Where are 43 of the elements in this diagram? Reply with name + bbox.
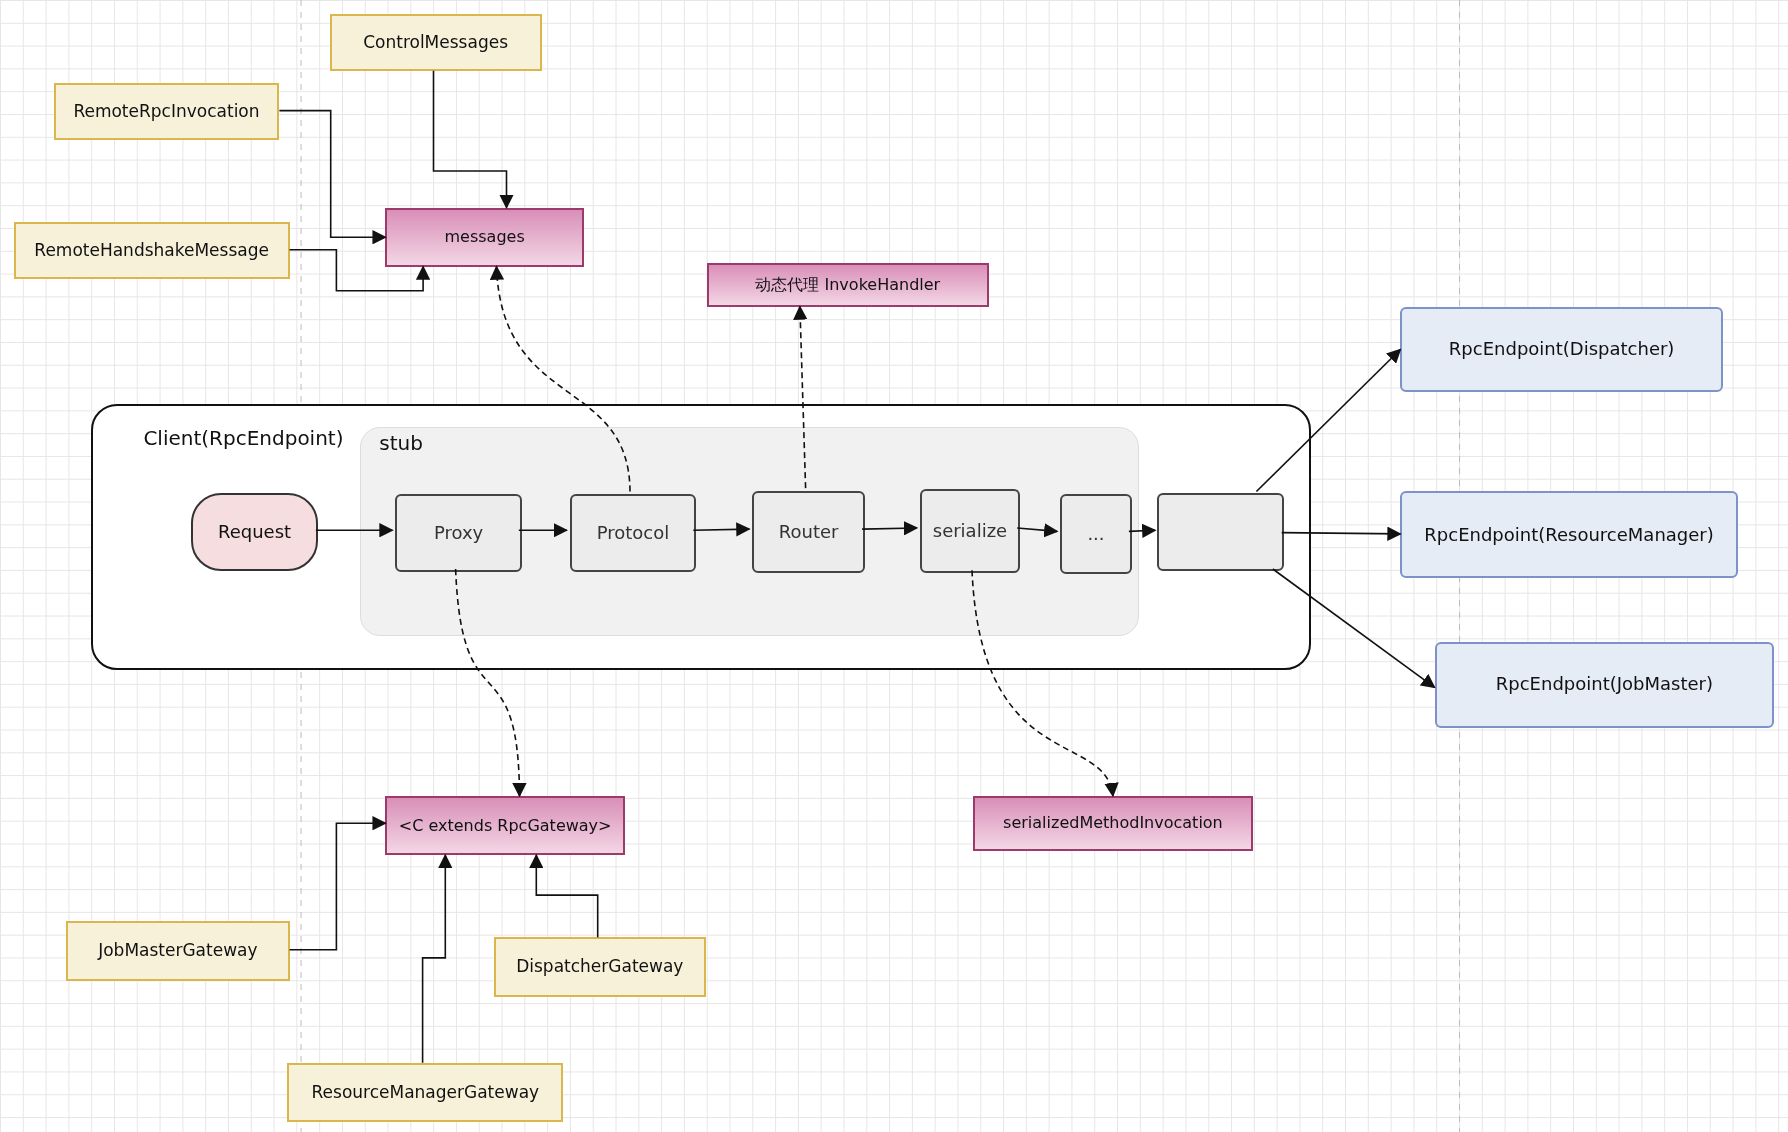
arrow (288, 248, 431, 292)
step-box: Router (752, 491, 866, 574)
panel-heading: stub (379, 430, 423, 456)
panel-heading: Client(RpcEndpoint) (143, 426, 344, 452)
step-box: ... (1060, 494, 1132, 575)
dashed-arrow (793, 305, 808, 489)
dashed-arrow (971, 569, 1117, 798)
arrow (1272, 568, 1436, 689)
step-box: Protocol (569, 494, 697, 572)
endpoint-box: RpcEndpoint(Dispatcher) (1400, 306, 1723, 393)
class-box: <C extends RpcGateway> (385, 795, 625, 856)
step-box: Proxy (395, 494, 522, 572)
start-box: Request (191, 493, 318, 571)
note-box: ControlMessages (329, 13, 542, 71)
arrow (315, 523, 394, 538)
endpoint-box: RpcEndpoint(ResourceManager) (1400, 491, 1738, 579)
class-box: serializedMethodInvocation (972, 795, 1254, 851)
arrow (421, 853, 453, 1064)
dashed-arrow (454, 568, 527, 798)
arrow (861, 521, 919, 536)
dashed-arrow (490, 265, 631, 493)
arrow (529, 853, 599, 939)
arrow (692, 522, 751, 537)
note-box: JobMasterGateway (66, 921, 290, 981)
endpoint-box: RpcEndpoint(JobMaster) (1434, 642, 1775, 728)
stub-panel (360, 427, 1139, 636)
client-panel (91, 403, 1312, 671)
arrow (518, 523, 569, 538)
arrow (1016, 523, 1059, 538)
step-box (1157, 493, 1284, 571)
arrow (1255, 348, 1402, 493)
arrow (1128, 523, 1157, 538)
note-box: RemoteHandshakeMessage (13, 222, 290, 280)
note-box: DispatcherGateway (493, 937, 706, 997)
note-box: RemoteRpcInvocation (53, 83, 280, 141)
arrow (1280, 526, 1402, 541)
arrow (278, 109, 387, 245)
step-box: serialize (919, 488, 1021, 574)
class-box: 动态代理 InvokeHandler (707, 263, 989, 307)
arrow (288, 816, 387, 951)
arrow (432, 69, 514, 209)
class-box: messages (385, 207, 584, 267)
note-box: ResourceManagerGateway (287, 1062, 564, 1123)
